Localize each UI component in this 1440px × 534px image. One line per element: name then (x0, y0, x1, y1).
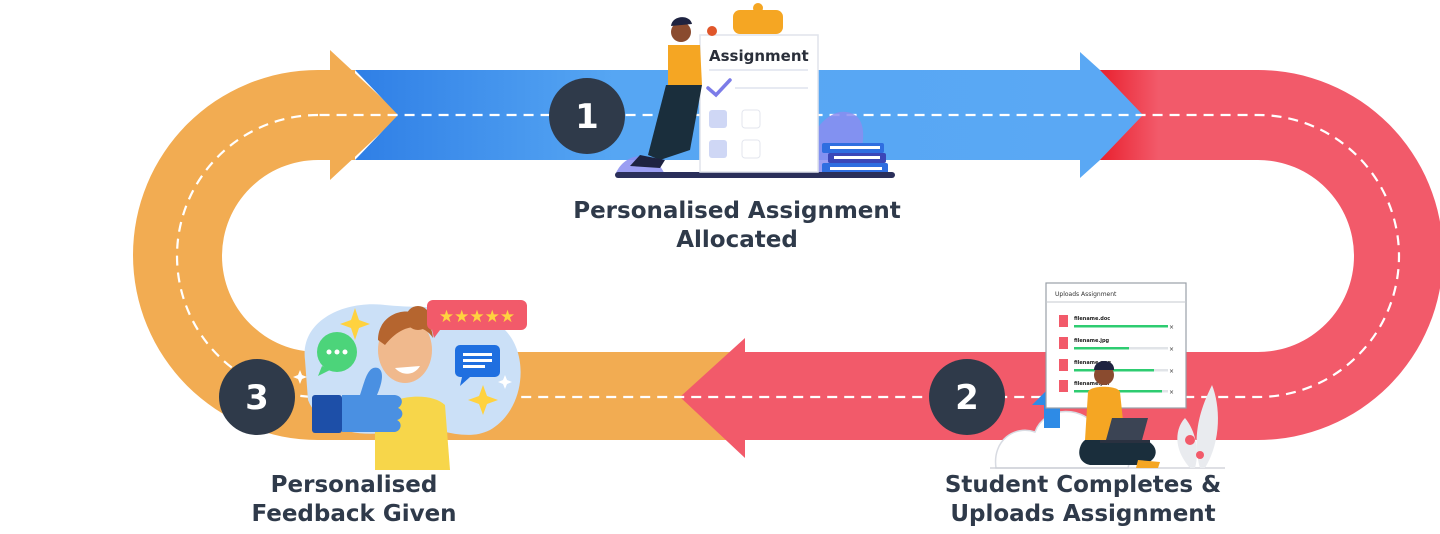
thumbs-up-icon (312, 367, 403, 433)
upload-illustration: Uploads Assignment filename.doc × filena… (990, 282, 1225, 469)
laptop-icon (1100, 418, 1150, 443)
svg-text:filename.png: filename.png (1074, 360, 1111, 366)
step-2-caption-line2: Uploads Assignment (950, 501, 1216, 527)
clipboard-title: Assignment (709, 47, 809, 65)
upload-file-row: filename.png × (1059, 359, 1174, 375)
step-2-caption: Student Completes & Uploads Assignment (903, 471, 1263, 529)
assignment-illustration: Assignment (615, 3, 895, 178)
svg-text:filename.jpg: filename.jpg (1074, 338, 1110, 344)
student-figure (1079, 361, 1160, 468)
message-bubble-icon (455, 345, 500, 386)
svg-text:×: × (1169, 368, 1174, 375)
stack-of-books-icon (822, 143, 888, 175)
upload-window-title: Uploads Assignment (1055, 291, 1117, 298)
upload-window: Uploads Assignment filename.doc × filena… (1045, 282, 1187, 409)
step-3-caption: Personalised Feedback Given (204, 471, 504, 529)
upload-file-row: filename.doc × (1059, 315, 1174, 331)
step-3-badge: 3 (219, 359, 295, 435)
step-2-number: 2 (955, 378, 979, 418)
upload-file-row: filename.jpg × (1059, 337, 1174, 353)
chat-bubble-icon (317, 332, 357, 376)
feedback-illustration: ★★★★★ (293, 300, 527, 470)
orange-arrow-head (330, 50, 400, 180)
blue-arrow-head (1080, 52, 1150, 178)
dashed-track (175, 113, 1401, 399)
svg-text:×: × (1169, 346, 1174, 353)
step-3-caption-line1: Personalised (270, 472, 438, 498)
svg-text:×: × (1169, 389, 1174, 396)
orange-loop-band (133, 70, 740, 440)
svg-text:×: × (1169, 324, 1174, 331)
five-star-rating-icon: ★★★★★ (427, 300, 527, 338)
step-3-number: 3 (245, 378, 269, 418)
step-1-caption-line1: Personalised Assignment (573, 198, 901, 224)
step-2-badge: 2 (929, 359, 1005, 435)
teacher-figure (630, 17, 717, 168)
step-1-number: 1 (575, 97, 599, 137)
step-3-caption-line2: Feedback Given (251, 501, 457, 527)
step-2-caption-line1: Student Completes & (944, 472, 1222, 498)
clipboard-icon: Assignment (699, 3, 819, 173)
sparkle-icon (293, 308, 512, 415)
step-1-caption: Personalised Assignment Allocated (537, 197, 937, 255)
svg-text:filename.doc: filename.doc (1074, 316, 1110, 322)
step-1-badge: 1 (549, 78, 625, 154)
svg-text:filename.pdf: filename.pdf (1074, 381, 1110, 387)
plant-shape (1177, 385, 1218, 468)
red-top-gradient (1100, 70, 1230, 160)
step-1-caption-line2: Allocated (676, 227, 798, 253)
checkmark-icon (706, 78, 732, 98)
svg-text:★★★★★: ★★★★★ (439, 307, 515, 327)
